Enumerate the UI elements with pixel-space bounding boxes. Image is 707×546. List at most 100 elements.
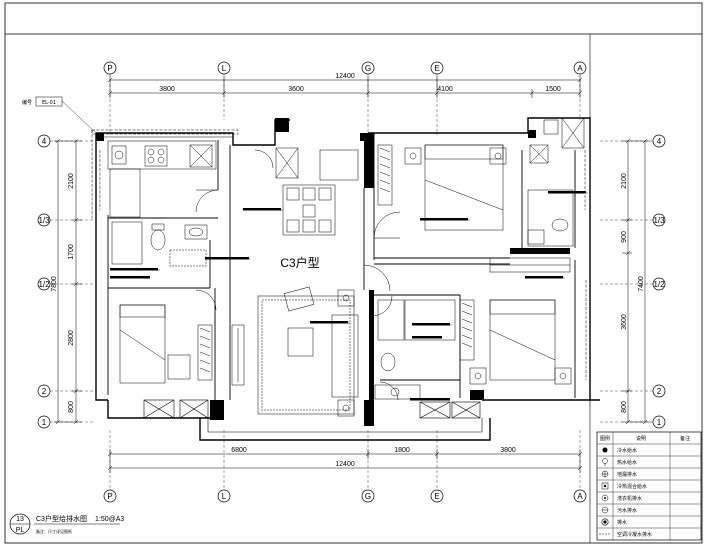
mixer-valve-icon [601,482,609,490]
sheet-number: 13 [16,516,24,523]
sheet-title: C3户型给排水图 [36,514,87,523]
sheet-scale: 1:50@A3 [95,516,124,523]
grid-bubble-bottom-e: E [430,489,444,503]
grid-bubble-left-1-2: 1/2 [37,277,51,291]
plan-label: C3户型 [280,255,319,270]
grid-bubble-top-g: G [361,61,375,75]
dining-set [275,147,359,236]
living-area [231,286,359,417]
svg-text:1/3: 1/3 [653,216,665,225]
dim-left-3: 2800 [68,330,75,346]
drain-pipe-icon [601,518,609,526]
svg-text:1: 1 [657,418,662,427]
dim-left-4: 800 [68,401,75,413]
outer-frame [4,2,703,544]
svg-text:4: 4 [42,137,47,146]
svg-text:L: L [222,492,227,501]
dim-left-1: 2100 [68,173,75,189]
svg-text:1/3: 1/3 [38,216,50,225]
grid-bubble-left-2: 2 [37,384,51,398]
bedroom-3 [119,304,213,384]
grid-bubble-bottom-a: A [573,489,587,503]
outer-walls [95,117,600,441]
legend-row-label: 洗衣机排水 [617,495,642,502]
dim-left-total: 7800 [51,276,58,292]
legend-row-label: 空调冷凝水排水 [617,531,652,538]
grid-bubbles-top: P L G E A [103,61,587,75]
annotation-text-blocks [110,191,586,401]
interior-walls [107,133,576,400]
sewage-icon [601,506,609,514]
svg-text:编号: 编号 [22,99,32,106]
legend-row-label: 排水 [617,519,627,526]
legend-table: 图例 说明 备注 冷水给水 热水给水 地漏排水 冷热混合给水 洗衣机排水 污水排… [596,431,702,541]
dim-bottom-3: 3800 [500,447,516,454]
cold-water-point-icon [602,447,608,453]
grid-bubble-left-1-3: 1/3 [37,213,51,227]
hot-water-point-icon [602,458,608,466]
dim-right-4: 800 [621,401,628,413]
svg-text:1: 1 [42,418,47,427]
grid-bubble-right-1: 1 [652,415,666,429]
grid-bubble-bottom-p: P [103,489,117,503]
grid-bubble-left-4: 4 [37,134,51,148]
svg-text:1/2: 1/2 [38,280,50,289]
grid-bubbles-bottom: P L G E A [103,489,587,503]
plumbing-annotations [110,192,588,401]
grid-bubble-top-a: A [573,61,587,75]
grid-bubbles-left: 4 1/3 1/2 2 1 [37,134,51,429]
svg-text:P: P [107,492,112,501]
dim-right-2: 900 [621,231,628,243]
svg-text:E: E [434,492,439,501]
grid-bubble-bottom-l: L [217,489,231,503]
dim-right-3: 3600 [621,314,628,330]
kitchen-counter [107,140,217,218]
bathroom-2-fixtures [374,299,456,400]
structural-columns [96,118,570,426]
dim-bottom-total: 12400 [335,461,355,468]
grid-bubble-right-1-3: 1/3 [652,213,666,227]
dim-bottom-1: 6800 [231,447,247,454]
svg-text:2: 2 [657,387,662,396]
sheet-subtitle: 备注：尺寸详见图纸 [36,528,72,534]
grid-bubble-right-4: 4 [652,134,666,148]
svg-text:2: 2 [42,387,47,396]
grid-bubble-right-2: 2 [652,384,666,398]
grid-axis-lines [50,74,653,490]
windows [91,129,587,380]
bottom-dimension-chain [107,449,583,473]
grid-bubble-bottom-g: G [361,489,375,503]
dim-top-total: 12400 [335,73,355,80]
dim-right-1: 2100 [621,173,628,189]
ensuite-fixtures [527,117,585,247]
legend-row-label: 地漏排水 [617,471,637,478]
grid-bubbles-right: 4 1/3 1/2 2 1 [652,134,666,429]
dim-top-2: 3600 [288,86,304,93]
balcony-units [143,399,481,419]
bedroom-2 [459,257,572,385]
dim-top-3: 4100 [437,86,453,93]
svg-text:1/2: 1/2 [653,280,665,289]
floor-drain-icon [601,470,609,478]
dim-bottom-2: 1800 [394,447,410,454]
tag-callout: 编号 EL-01 [22,96,97,134]
master-bedroom [377,144,507,231]
legend-row-label: 污水排水 [617,507,637,514]
legend-header-desc: 说明 [636,435,646,442]
dim-top-4: 1500 [545,86,561,93]
legend-header-symbol: 图例 [600,435,610,442]
grid-bubble-top-p: P [103,61,117,75]
legend-row-label: 冷热混合给水 [617,483,647,490]
door-swings [195,149,401,401]
bathroom-1-fixtures [111,221,208,267]
grid-bubble-right-1-2: 1/2 [652,277,666,291]
legend-row-label: 热水给水 [617,459,637,466]
svg-text:EL-01: EL-01 [42,100,56,106]
grid-bubble-left-1: 1 [37,415,51,429]
svg-text:4: 4 [657,137,662,146]
washer-drain-icon [601,494,609,502]
dim-top-1: 3800 [159,86,175,93]
grid-bubble-top-l: L [217,61,231,75]
svg-text:G: G [365,492,371,501]
